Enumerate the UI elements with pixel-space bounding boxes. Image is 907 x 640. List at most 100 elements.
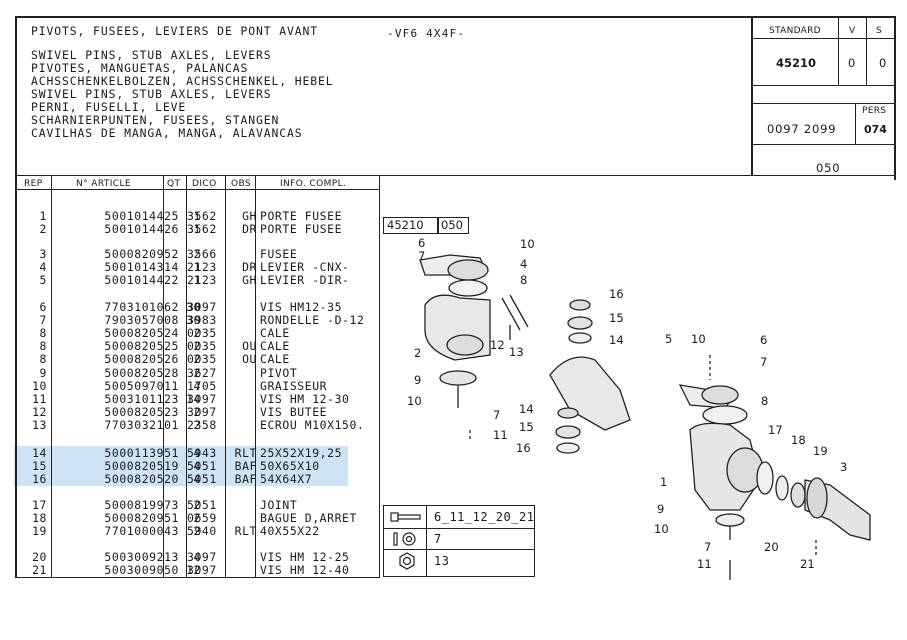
cell-rep: 10 <box>32 379 47 393</box>
cell-article: 5000820526 <box>104 352 179 366</box>
legend-nut-text: 13 <box>434 554 450 568</box>
cell-info: VIS HM 12-40 <box>260 563 350 577</box>
callout-8: 8 <box>520 273 528 287</box>
col-header-info: INFO. COMPL. <box>280 179 347 189</box>
col-header-dico: DICO <box>192 179 217 189</box>
nut-icon <box>399 552 415 570</box>
callout-21: 21 <box>800 557 815 571</box>
callout-9: 9 <box>414 373 422 387</box>
cell-info: VIS HM 12-30 <box>260 392 350 406</box>
cell-qt: 2 <box>193 498 201 512</box>
cell-info: VIS BUTEE <box>260 405 328 419</box>
cell-qt: 1 <box>193 222 201 236</box>
cell-info: CALE <box>260 339 290 353</box>
cell-info: FUSEE <box>260 247 298 261</box>
v-value: 0 <box>848 56 856 70</box>
cell-dico: 2358 <box>187 418 217 432</box>
cell-dico: 5051 <box>187 459 217 473</box>
cell-qt: 2 <box>193 366 201 380</box>
cell-qt: 1 <box>193 273 201 287</box>
cell-dico: 3562 <box>187 222 217 236</box>
cell-rep: 4 <box>39 260 47 274</box>
cell-article: 5005097011 <box>104 379 179 393</box>
header-divider <box>15 175 896 176</box>
callout-11b: 11 <box>697 557 712 571</box>
callout-20: 20 <box>764 540 779 554</box>
cell-dico: 5051 <box>187 498 217 512</box>
cell-info: ECROU M10X150. <box>260 418 365 432</box>
cell-obs: BAF <box>234 459 257 473</box>
legend-divider-v <box>426 506 427 576</box>
translation-de: ACHSSCHENKELBOLZEN, ACHSSCHENKEL, HEBEL <box>31 74 334 88</box>
col-header-qt: QT <box>167 179 181 189</box>
shim-part <box>448 279 488 297</box>
callout-9b: 9 <box>657 502 665 516</box>
outer-frame-left <box>15 16 17 578</box>
s-value: 0 <box>879 56 887 70</box>
cell-article: 5000820523 <box>104 405 179 419</box>
cell-article: 5000820952 <box>104 247 179 261</box>
cell-info: VIS HM 12-25 <box>260 550 350 564</box>
bearing-19 <box>790 482 806 508</box>
cell-rep: 1 <box>39 209 47 223</box>
cell-info: JOINT <box>260 498 298 512</box>
cell-obs: BAF <box>234 472 257 486</box>
callout-18: 18 <box>791 433 806 447</box>
cell-qt: 2 <box>193 326 201 340</box>
cell-info: 40X55X22 <box>260 524 320 538</box>
cell-info: PORTE FUSEE <box>260 209 343 223</box>
cell-dico: 2123 <box>187 273 217 287</box>
col-header-rep: REP <box>24 179 43 189</box>
seal-part <box>567 316 593 330</box>
cell-article: 5000820524 <box>104 326 179 340</box>
cell-info: CALE <box>260 352 290 366</box>
callout-1: 1 <box>660 475 668 489</box>
legend-divider-h1 <box>384 528 534 529</box>
cell-dico: 3097 <box>187 550 217 564</box>
cell-article: 5003009213 <box>104 550 179 564</box>
translation-es: PIVOTES, MANGUETAS, PALANCAS <box>31 61 249 75</box>
cell-rep: 18 <box>32 511 47 525</box>
callout-11: 11 <box>493 428 508 442</box>
side-box-v3 <box>855 103 856 145</box>
cell-info: LEVIER -DIR- <box>260 273 350 287</box>
cell-article: 5000819973 <box>104 498 179 512</box>
bolt-icon <box>390 512 421 522</box>
cell-rep: 3 <box>39 247 47 261</box>
col-sep-qt <box>186 175 187 578</box>
callout-7c: 7 <box>760 355 768 369</box>
cell-rep: 12 <box>32 405 47 419</box>
cell-rep: 9 <box>39 366 47 380</box>
cell-dico: 2123 <box>187 260 217 274</box>
cell-dico: 0659 <box>187 511 217 525</box>
cell-dico: 3097 <box>187 392 217 406</box>
callout-10: 10 <box>520 237 535 251</box>
cell-info: GRAISSEUR <box>260 379 328 393</box>
callout-4: 4 <box>520 257 528 271</box>
cell-dico: 3983 <box>187 313 217 327</box>
cell-dico: 3627 <box>187 366 217 380</box>
cell-dico: 3097 <box>187 563 217 577</box>
cell-article: 7701000043 <box>104 524 179 538</box>
side-box-v1 <box>838 16 839 86</box>
cell-dico: 5940 <box>187 524 217 538</box>
translation-nl: SCHARNIERPUNTEN, FUSEES, STANGEN <box>31 113 280 127</box>
legend-bolt-text: 6_11_12_20_21 <box>434 510 535 524</box>
pivot-part <box>439 370 477 386</box>
callout-2: 2 <box>414 346 422 360</box>
cell-info: 50X65X10 <box>260 459 320 473</box>
cell-dico: 3097 <box>187 300 217 314</box>
callout-10d: 10 <box>654 522 669 536</box>
cell-qt: 30 <box>186 313 201 327</box>
cell-dico: 3562 <box>187 209 217 223</box>
cell-dico: 0035 <box>187 326 217 340</box>
cell-dico: 3566 <box>187 247 217 261</box>
cell-info: PORTE FUSEE <box>260 222 343 236</box>
diagram-ref-left: 45210 <box>387 218 424 232</box>
lever-hub <box>447 259 489 281</box>
callout-14: 14 <box>609 333 624 347</box>
side-box-h2 <box>751 85 896 86</box>
callout-7b: 7 <box>493 408 501 422</box>
cell-info: LEVIER -CNX- <box>260 260 350 274</box>
side-box-h1 <box>751 38 896 39</box>
